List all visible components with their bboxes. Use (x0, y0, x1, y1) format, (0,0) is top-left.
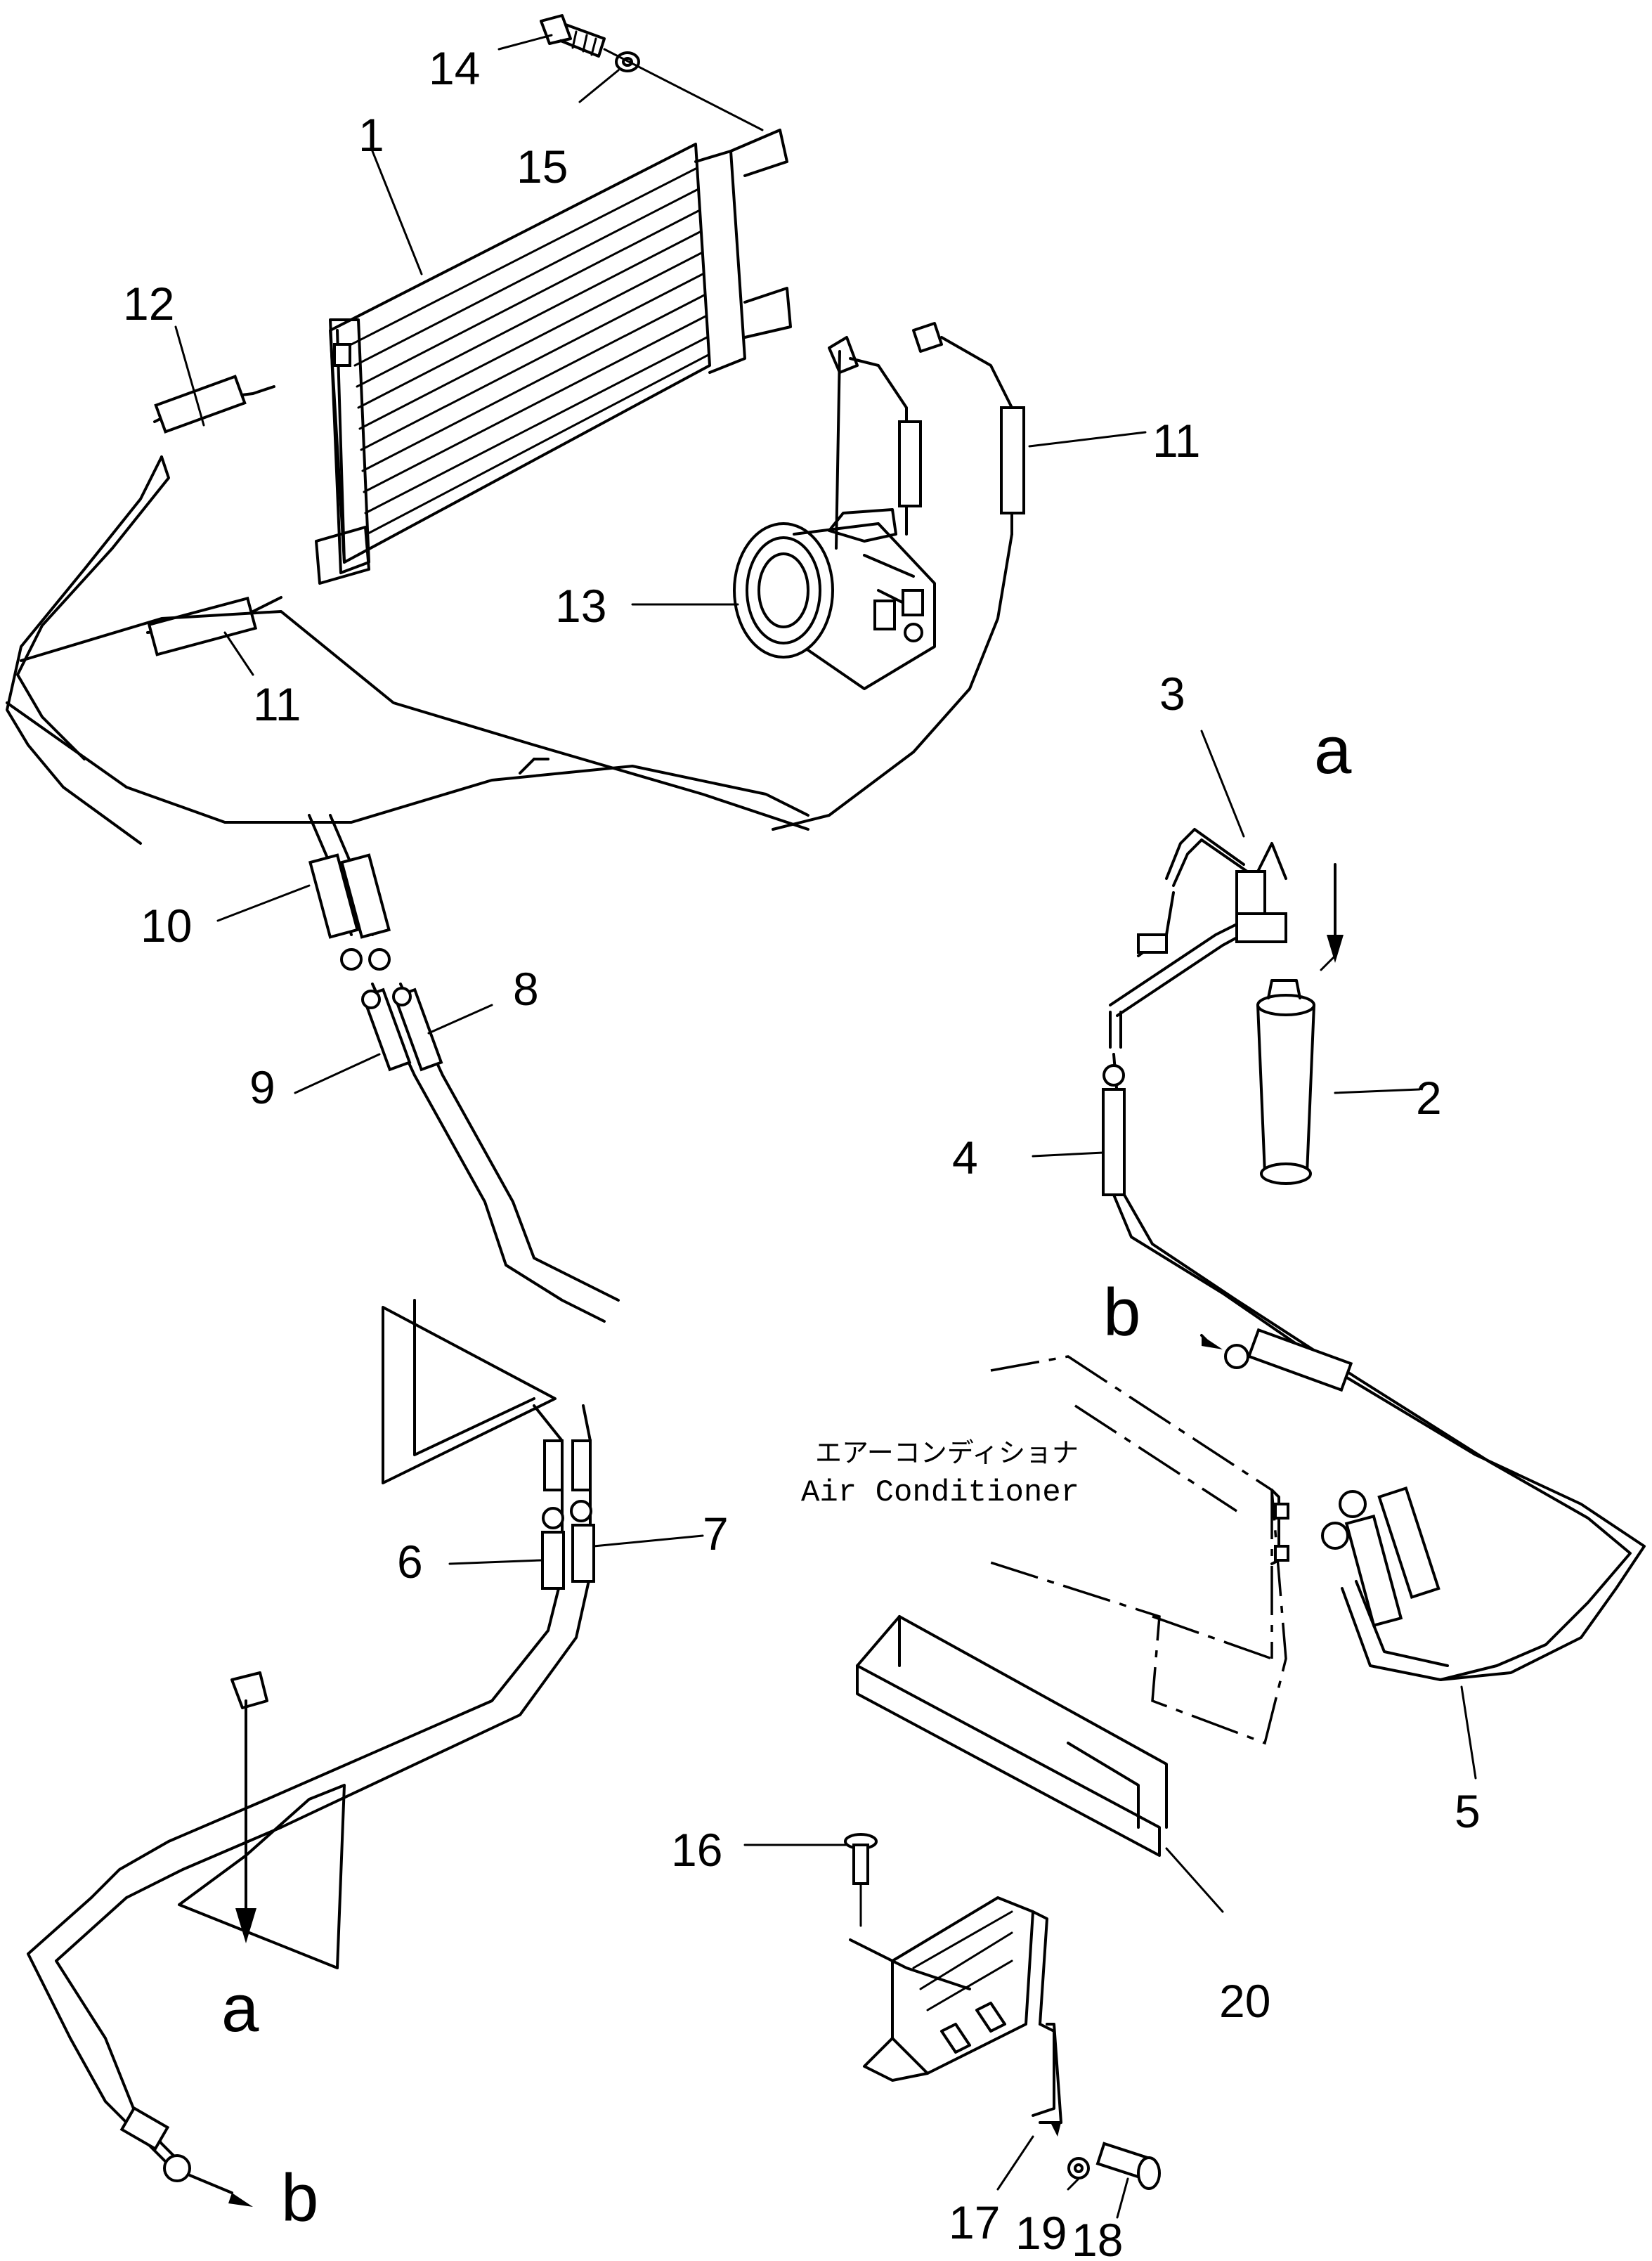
compressor-hoses (772, 322, 1025, 831)
pipe-3 (1109, 828, 1287, 1098)
connection-b-lower: b (281, 2160, 318, 2236)
callout-10: 10 (141, 900, 192, 952)
callout-17: 17 (949, 2196, 1000, 2248)
hose-lines (6, 375, 809, 845)
vent-panel (849, 1896, 1055, 2117)
callout-18: 18 (1072, 2214, 1123, 2261)
bolt-18 (1095, 2142, 1161, 2190)
callout-5: 5 (1455, 1785, 1481, 1837)
callout-4: 4 (952, 1132, 978, 1184)
callout-7: 7 (703, 1508, 729, 1560)
bracket-20 (856, 1615, 1224, 1913)
callout-1: 1 (358, 109, 384, 161)
ac-label-jp: エアーコンディショナ (815, 1437, 1079, 1468)
callout-13: 13 (555, 580, 606, 632)
callout-3: 3 (1159, 668, 1185, 720)
callout-6: 6 (397, 1536, 423, 1588)
hose-4-5 (1102, 1064, 1646, 1681)
connection-a-upper: a (1314, 713, 1352, 788)
callout-8: 8 (513, 963, 539, 1015)
callout-11-upper: 11 (1152, 415, 1201, 467)
callout-11-lower: 11 (253, 678, 301, 730)
condenser (315, 129, 792, 585)
compressor (733, 508, 936, 690)
callout-2: 2 (1416, 1072, 1442, 1124)
lower-left-pipe (27, 1671, 346, 2207)
callout-9: 9 (249, 1061, 275, 1113)
callout-16: 16 (671, 1824, 722, 1876)
callout-20: 20 (1219, 1975, 1270, 2027)
receiver-dryer (1256, 979, 1315, 1185)
air-conditioner-unit (983, 1355, 1289, 1745)
screw (844, 1833, 878, 1927)
leader-lines (174, 34, 1477, 2219)
callout-19: 19 (1015, 2207, 1067, 2259)
callout-15: 15 (516, 141, 568, 193)
connection-a-lower: a (221, 1971, 259, 2046)
center-pipes (308, 814, 620, 1323)
clip (1039, 2023, 1062, 2137)
hose-b (1200, 1328, 1353, 1392)
connection-b-upper: b (1103, 1275, 1140, 1350)
callout-12: 12 (123, 278, 174, 330)
ac-label-en: Air Conditioner (801, 1475, 1079, 1510)
callout-14: 14 (429, 42, 480, 94)
bracket-triangle (90, 1299, 595, 1899)
washer-19 (1067, 2157, 1090, 2179)
